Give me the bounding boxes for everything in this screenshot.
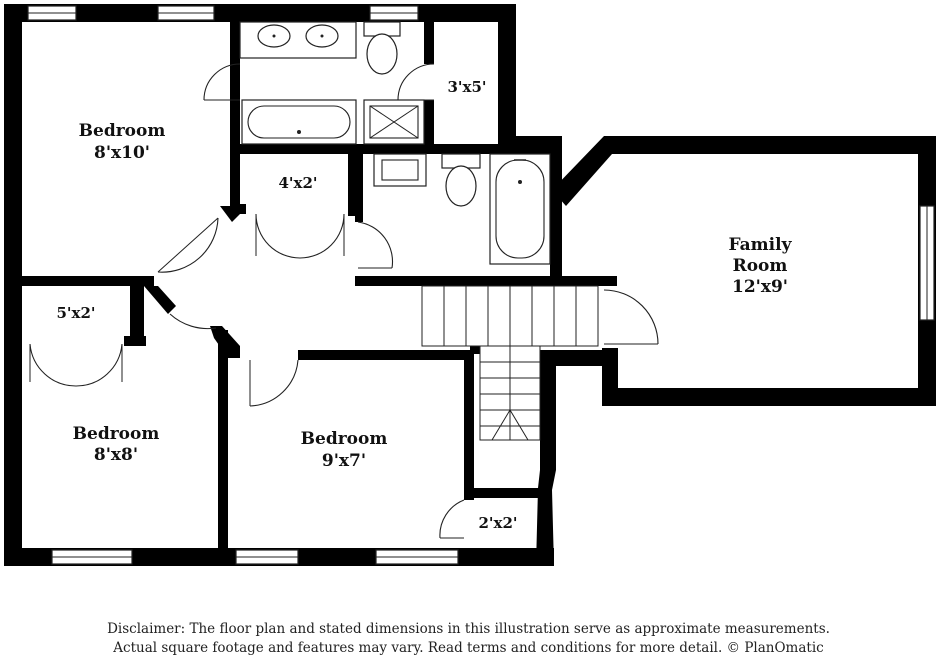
bedroom-3-size: 9'x7' [322, 451, 366, 471]
windows [27, 5, 935, 565]
family-room-name-1: Family [729, 235, 793, 255]
staircase [421, 285, 599, 441]
disclaimer-line-2: Actual square footage and features may v… [113, 640, 824, 656]
bedroom-3-name: Bedroom [301, 429, 388, 449]
closet-top-size: 3'x5' [447, 78, 486, 96]
closet-left-size: 5'x2' [56, 304, 95, 322]
bedroom-2-name: Bedroom [73, 424, 160, 444]
bathroom-fixtures [239, 21, 551, 265]
bedroom-2-size: 8'x8' [94, 445, 138, 465]
exterior-walls [4, 4, 936, 566]
doors [29, 63, 659, 539]
bathtub-2-icon [489, 153, 551, 265]
room-labels: Bedroom 8'x10' Bedroom 8'x8' Bedroom 9'x… [56, 78, 792, 532]
floor-plan: Bedroom 8'x10' Bedroom 8'x8' Bedroom 9'x… [4, 4, 936, 566]
closet-small-size: 2'x2' [478, 514, 517, 532]
disclaimer-line-1: Disclaimer: The floor plan and stated di… [107, 621, 830, 637]
family-room-size: 12'x9' [732, 277, 788, 297]
bedroom-1-size: 8'x10' [94, 143, 150, 163]
double-vanity-icon [239, 21, 357, 59]
closet-hall-size: 4'x2' [278, 174, 317, 192]
bathtub-icon [241, 99, 357, 145]
family-room-name-2: Room [733, 256, 788, 276]
sink-icon [373, 153, 427, 187]
interior-walls [4, 4, 617, 566]
disclaimer: Disclaimer: The floor plan and stated di… [0, 620, 937, 658]
bedroom-1-name: Bedroom [79, 121, 166, 141]
